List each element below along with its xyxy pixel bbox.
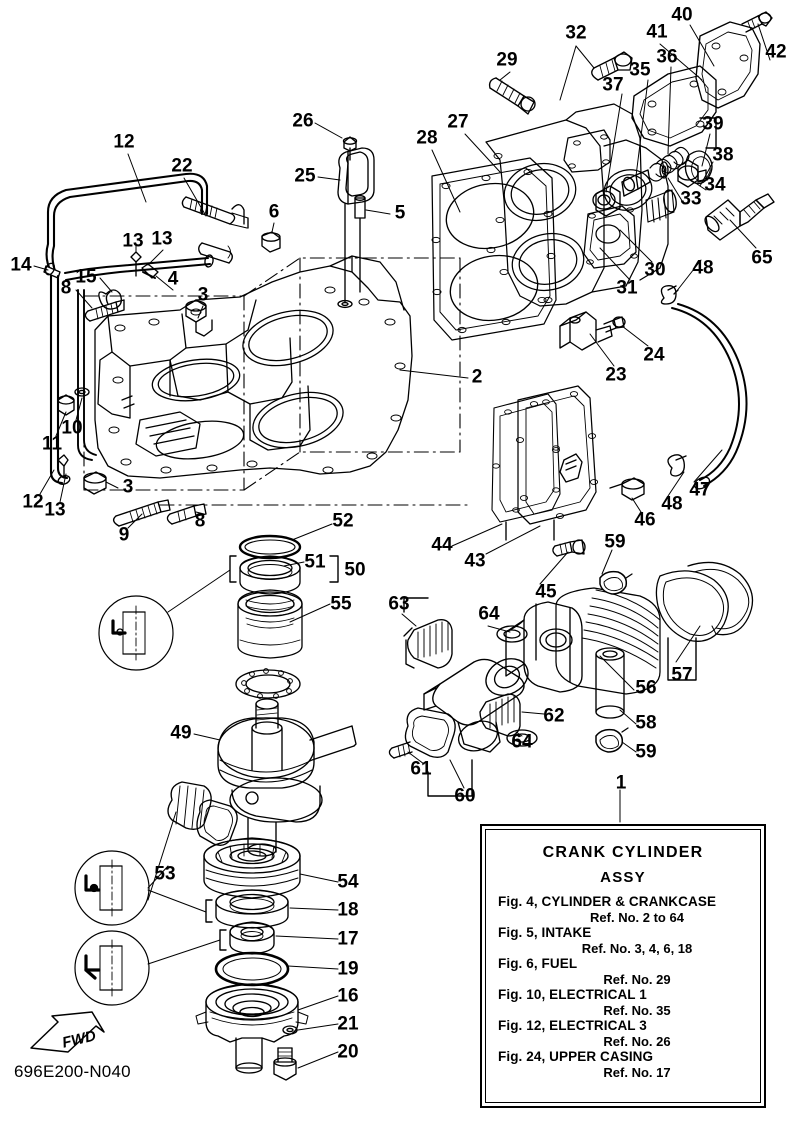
callout-number-36: 36 (656, 46, 678, 68)
callout-number-61: 61 (410, 758, 432, 780)
callout-number-8: 8 (194, 510, 206, 532)
callout-number-42: 42 (765, 41, 787, 63)
callout-number-59: 59 (604, 531, 626, 553)
callout-number-30: 30 (644, 259, 666, 281)
callout-number-15: 15 (75, 266, 97, 288)
legend-entry-reference: Ref. No. 35 (603, 1002, 671, 1018)
callout-number-37: 37 (602, 74, 624, 96)
callout-number-5: 5 (394, 202, 406, 224)
callout-number-21: 21 (337, 1013, 359, 1035)
callout-number-31: 31 (616, 277, 638, 299)
callout-number-46: 46 (634, 509, 656, 531)
callout-number-35: 35 (629, 59, 651, 81)
callout-number-62: 62 (543, 705, 565, 727)
callout-number-50: 50 (344, 559, 366, 581)
legend-box: CRANK CYLINDER ASSY Fig. 4, CYLINDER & C… (480, 824, 766, 1108)
callout-number-17: 17 (337, 928, 359, 950)
callout-number-18: 18 (337, 899, 359, 921)
legend-inner-frame: CRANK CYLINDER ASSY Fig. 4, CYLINDER & C… (485, 829, 761, 1103)
callout-number-22: 22 (171, 155, 193, 177)
callout-number-34: 34 (704, 174, 726, 196)
callout-number-20: 20 (337, 1041, 359, 1063)
legend-entry-figure: Fig. 24, UPPER CASING (498, 1048, 654, 1064)
legend-subtitle: ASSY (600, 869, 646, 886)
callout-number-13: 13 (44, 499, 66, 521)
legend-entry-reference: Ref. No. 26 (603, 1033, 671, 1049)
callout-number-29: 29 (496, 49, 518, 71)
callout-number-40: 40 (671, 4, 693, 26)
callout-number-2: 2 (471, 366, 483, 388)
legend-entry-reference: Ref. No. 3, 4, 6, 18 (581, 940, 693, 956)
callout-number-41: 41 (646, 21, 668, 43)
callout-number-11: 11 (41, 433, 63, 455)
callout-number-10: 10 (61, 417, 83, 439)
callout-number-24: 24 (643, 344, 665, 366)
callout-number-32: 32 (565, 22, 587, 44)
callout-number-8: 8 (60, 277, 72, 299)
callout-number-26: 26 (292, 110, 314, 132)
callout-number-55: 55 (330, 593, 352, 615)
callout-number-51: 51 (304, 551, 326, 573)
callout-number-54: 54 (337, 871, 359, 893)
callout-number-49: 49 (170, 722, 192, 744)
callout-number-48: 48 (692, 257, 714, 279)
callout-number-47: 47 (689, 479, 711, 501)
callout-number-27: 27 (447, 111, 469, 133)
callout-number-12: 12 (22, 491, 44, 513)
callout-number-38: 38 (712, 144, 734, 166)
callout-number-45: 45 (535, 581, 557, 603)
callout-number-60: 60 (454, 785, 476, 807)
callout-number-3: 3 (197, 284, 209, 306)
legend-entry-figure: Fig. 12, ELECTRICAL 3 (498, 1017, 647, 1033)
callout-number-65: 65 (751, 247, 773, 269)
callout-number-53: 53 (154, 863, 176, 885)
legend-entry: Fig. 6, FUEL Ref. No. 29 (494, 956, 752, 987)
callout-number-33: 33 (680, 188, 702, 210)
legend-entry-reference: Ref. No. 29 (603, 971, 671, 987)
callout-number-6: 6 (268, 201, 280, 223)
callout-number-64: 64 (511, 731, 533, 753)
callout-number-52: 52 (332, 510, 354, 532)
legend-entry-figure: Fig. 6, FUEL (498, 955, 578, 971)
callout-number-9: 9 (118, 524, 130, 546)
callout-number-64: 64 (478, 603, 500, 625)
legend-entry-reference: Ref. No. 2 to 64 (590, 909, 684, 925)
callout-number-13: 13 (151, 228, 173, 250)
callout-number-63: 63 (388, 593, 410, 615)
callout-number-48: 48 (661, 493, 683, 515)
callout-number-44: 44 (431, 534, 453, 556)
callout-number-4: 4 (167, 268, 179, 290)
callout-number-13: 13 (122, 230, 144, 252)
callout-number-14: 14 (10, 254, 32, 276)
callout-number-16: 16 (337, 985, 359, 1007)
legend-entry-figure: Fig. 5, INTAKE (498, 924, 592, 940)
callout-number-1: 1 (615, 772, 627, 794)
legend-entry-reference: Ref. No. 17 (603, 1064, 671, 1080)
callout-number-58: 58 (635, 712, 657, 734)
callout-number-57: 57 (671, 664, 693, 686)
drawing-number: 696E200-N040 (14, 1062, 131, 1081)
legend-entry-figure: Fig. 10, ELECTRICAL 1 (498, 986, 647, 1002)
callout-number-59: 59 (635, 741, 657, 763)
callout-number-25: 25 (294, 165, 316, 187)
callout-number-28: 28 (416, 127, 438, 149)
callout-number-23: 23 (605, 364, 627, 386)
legend-title: CRANK CYLINDER (542, 844, 704, 861)
callout-number-12: 12 (113, 131, 135, 153)
callout-number-39: 39 (702, 113, 724, 135)
callout-number-3: 3 (122, 476, 134, 498)
callout-number-43: 43 (464, 550, 486, 572)
callout-number-19: 19 (337, 958, 359, 980)
legend-entry-figure: Fig. 4, CYLINDER & CRANKCASE (498, 894, 717, 909)
callout-number-56: 56 (635, 677, 657, 699)
